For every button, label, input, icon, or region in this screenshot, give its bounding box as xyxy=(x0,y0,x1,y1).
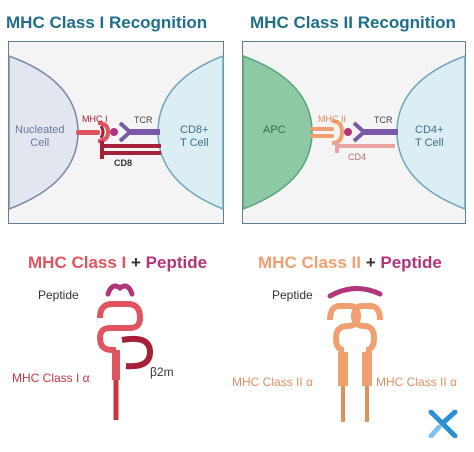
peptide-strand-icon-2 xyxy=(327,286,383,299)
tcr-label-left: TCR xyxy=(134,115,153,125)
mhc1-alpha-label: MHC Class I α xyxy=(12,371,90,385)
mhc2-label: MHC II xyxy=(318,114,346,124)
peptide-title-part-2: Peptide xyxy=(380,253,442,272)
mhc1-label: MHC I xyxy=(82,114,108,124)
tcr-icon-2 xyxy=(352,121,398,143)
mhc2-tm-right-icon xyxy=(365,386,369,422)
mhc2-stem-left-icon xyxy=(338,352,348,386)
mhc2-peptide-structure xyxy=(327,286,383,422)
mhc2-alpha-label-right: MHC Class II α xyxy=(376,375,457,389)
apc-label: APC xyxy=(263,124,286,136)
plus-sign-2: + xyxy=(365,253,376,272)
peptide-dot-icon xyxy=(110,128,118,136)
mhc1-title-part: MHC Class I xyxy=(28,253,127,272)
nucleated-cell-label: Nucleated Cell xyxy=(15,124,65,149)
mhc1-recognition-panel xyxy=(8,41,224,224)
peptide-title-part: Peptide xyxy=(145,253,208,272)
mhc2-tm-left-icon xyxy=(341,386,345,422)
peptide-strand-icon xyxy=(105,283,135,297)
mhc2-recognition-panel xyxy=(242,41,466,224)
peptide-label-right: Peptide xyxy=(272,288,313,302)
mhc1-peptide-title: MHC Class I + Peptide xyxy=(28,253,207,273)
mhc2-stem-right-icon xyxy=(362,352,372,386)
peptide-label-left: Peptide xyxy=(38,288,79,302)
cd8-icon xyxy=(100,141,161,159)
beta2m-label: β2m xyxy=(150,365,174,379)
mhc1-molecule-icon xyxy=(76,121,111,143)
mhc1-peptide-structure xyxy=(97,283,154,420)
tcr-label-right: TCR xyxy=(374,115,393,125)
mhc1-recognition-title: MHC Class I Recognition xyxy=(6,13,208,32)
mhc2-recognition-title: MHC Class II Recognition xyxy=(250,13,456,32)
cd4-label: CD4 xyxy=(348,152,367,162)
mhc1-alpha-domains-icon xyxy=(97,301,143,353)
mhc2-title-part: MHC Class II xyxy=(258,253,361,272)
cd4-icon xyxy=(335,141,395,153)
mhc2-peptide-title: MHC Class II + Peptide xyxy=(258,253,442,273)
beta2m-domain-icon xyxy=(121,335,154,370)
apc-cell-shape xyxy=(242,54,313,211)
peptide-dot-icon-2 xyxy=(344,128,352,136)
mhc2-alpha-domains-right-icon xyxy=(350,303,383,353)
cd4-t-cell-label: CD4+ T Cell xyxy=(415,124,444,149)
cd8-t-cell-label: CD8+ T Cell xyxy=(180,124,209,149)
tcr-icon xyxy=(118,121,160,143)
plus-sign: + xyxy=(130,253,141,272)
x-logo-icon xyxy=(428,410,458,438)
cd8-label: CD8 xyxy=(114,158,133,168)
mhc2-alpha-label-left: MHC Class II α xyxy=(232,375,313,389)
